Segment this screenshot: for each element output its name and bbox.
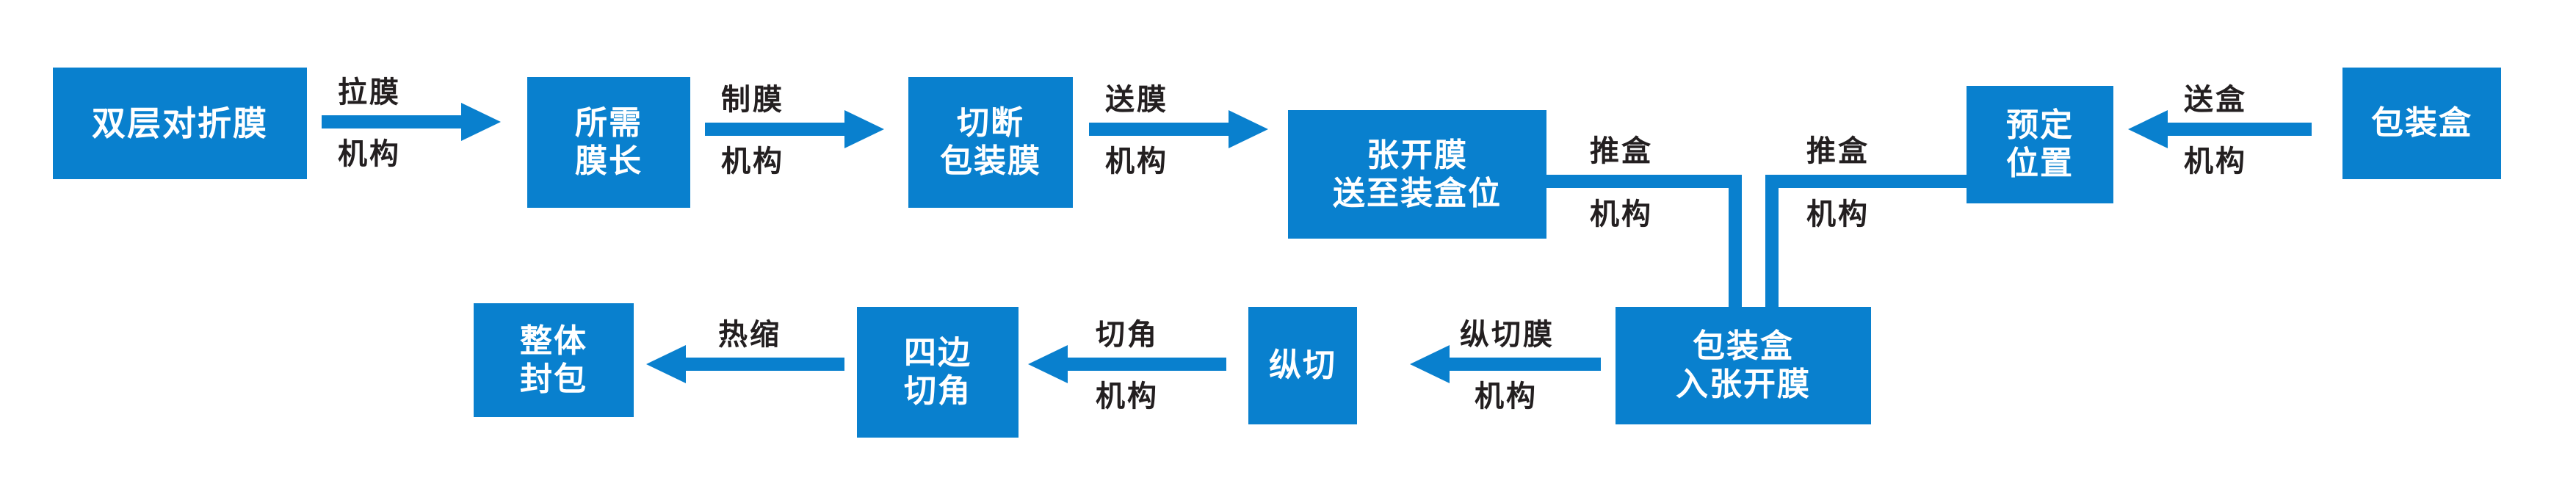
arrow-shaft [705, 123, 849, 136]
connector-label-push-box-2-bottom: 机构 [1806, 198, 1870, 231]
arrow-head-left-icon [2128, 110, 2168, 148]
node-line: 切断 [957, 104, 1024, 142]
arrow-feed-box: 送盒 机构 [2128, 81, 2319, 184]
node-line: 膜长 [575, 142, 643, 180]
arrow-head-left-icon [1028, 345, 1068, 383]
node-line: 四边 [904, 334, 972, 372]
node-overall-sealing[interactable]: 整体 封包 [474, 303, 634, 417]
arrow-slit-film: 纵切膜 机构 [1410, 316, 1608, 419]
node-line: 包装盒 [1693, 327, 1794, 366]
connector-push-box-1-vertical [1729, 175, 1742, 307]
node-line: 整体 [520, 322, 587, 360]
node-line: 双层对折膜 [92, 103, 268, 143]
node-predetermined-position[interactable]: 预定 位置 [1967, 86, 2113, 203]
node-line: 纵切 [1269, 347, 1336, 385]
node-line: 所需 [575, 104, 643, 142]
arrow-label-top: 拉膜 [338, 76, 401, 109]
node-cut-packaging-film[interactable]: 切断 包装膜 [908, 77, 1073, 208]
arrow-corner-cut: 切角 机构 [1028, 316, 1234, 419]
arrow-head-right-icon [844, 110, 884, 148]
node-line: 封包 [520, 360, 587, 398]
arrow-shaft [1089, 123, 1233, 136]
connector-push-box-1-horizontal [1542, 175, 1742, 188]
node-line: 入张开膜 [1676, 366, 1811, 403]
arrow-label-bottom: 机构 [1096, 380, 1159, 413]
arrow-make-film: 制膜 机构 [705, 81, 889, 184]
node-line: 切角 [904, 372, 972, 410]
node-line: 预定 [2006, 106, 2074, 145]
node-packaging-box[interactable]: 包装盒 [2342, 68, 2501, 179]
node-line: 送至装盒位 [1333, 174, 1502, 212]
node-box-into-open-film[interactable]: 包装盒 入张开膜 [1616, 307, 1871, 424]
arrow-shaft [322, 115, 466, 128]
connector-push-box-2-horizontal [1765, 175, 1967, 188]
node-longitudinal-cut[interactable]: 纵切 [1248, 307, 1357, 424]
arrow-head-left-icon [646, 345, 686, 383]
connector-push-box-2-vertical [1765, 175, 1779, 307]
arrow-label-bottom: 机构 [1475, 380, 1538, 413]
arrow-label-bottom: 机构 [721, 145, 784, 178]
node-line: 张开膜 [1367, 136, 1468, 174]
arrow-feed-film: 送膜 机构 [1089, 81, 1273, 184]
arrow-shaft [1450, 358, 1601, 371]
node-line: 位置 [2006, 145, 2074, 182]
arrow-label-bottom: 机构 [2184, 145, 2247, 178]
arrow-shaft [686, 358, 844, 371]
arrow-shaft [2168, 123, 2312, 136]
arrow-shaft [1068, 358, 1226, 371]
node-required-film-length[interactable]: 所需 膜长 [527, 77, 690, 208]
arrow-label-top: 切角 [1096, 318, 1159, 352]
arrow-pull-film: 拉膜 机构 [322, 73, 505, 176]
arrow-label-bottom: 机构 [338, 137, 401, 171]
connector-label-push-box-2-top: 推盒 [1806, 134, 1870, 168]
node-four-side-corner-cut[interactable]: 四边 切角 [857, 307, 1019, 438]
arrow-label-bottom: 机构 [1105, 145, 1168, 178]
arrow-label-top: 纵切膜 [1460, 318, 1555, 352]
arrow-label-top: 送膜 [1105, 83, 1168, 117]
node-line: 包装膜 [940, 142, 1041, 180]
node-double-folded-film[interactable]: 双层对折膜 [53, 68, 307, 179]
connector-label-push-box-1-bottom: 机构 [1590, 198, 1653, 231]
arrow-label-top: 热缩 [718, 318, 781, 352]
connector-label-push-box-1-top: 推盒 [1590, 134, 1653, 168]
node-open-film-to-boxing-position[interactable]: 张开膜 送至装盒位 [1288, 110, 1546, 239]
arrow-label-top: 送盒 [2184, 83, 2247, 117]
arrow-head-left-icon [1410, 345, 1450, 383]
arrow-heat-shrink: 热缩 [646, 316, 852, 419]
arrow-head-right-icon [461, 103, 501, 141]
arrow-head-right-icon [1229, 110, 1268, 148]
arrow-label-top: 制膜 [721, 83, 784, 117]
node-line: 包装盒 [2371, 104, 2472, 142]
